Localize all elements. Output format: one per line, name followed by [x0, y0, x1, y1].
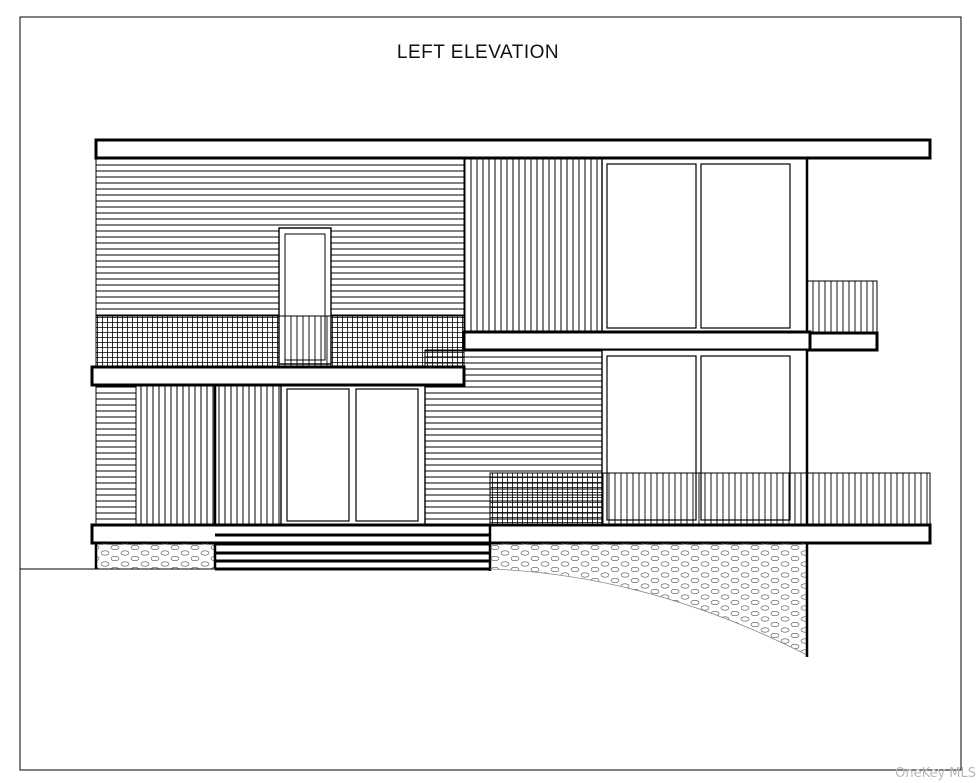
mid-slab-right	[462, 330, 812, 352]
watermark-text: OneKey MLS	[895, 766, 976, 781]
roof-slab	[94, 138, 932, 160]
upper-window-left	[606, 163, 697, 329]
lower-sliding-door	[286, 388, 419, 522]
lower-deck-railing	[489, 472, 931, 526]
upper-right-siding	[463, 157, 607, 333]
upper-window-group	[601, 157, 809, 333]
sheet-border	[19, 16, 962, 771]
lower-door-right	[355, 388, 419, 522]
upper-balcony-railing	[95, 315, 465, 367]
mid-slab-extension	[808, 331, 879, 352]
upper-window-right	[700, 163, 791, 329]
foundation-stone-left	[94, 542, 217, 570]
lower-door-left	[286, 388, 350, 522]
foundation-stone-right	[489, 543, 809, 657]
right-upper-railing	[806, 280, 878, 334]
entry-steps	[215, 525, 492, 571]
drawing-title: LEFT ELEVATION	[397, 42, 559, 63]
mid-slab-left	[90, 365, 466, 387]
